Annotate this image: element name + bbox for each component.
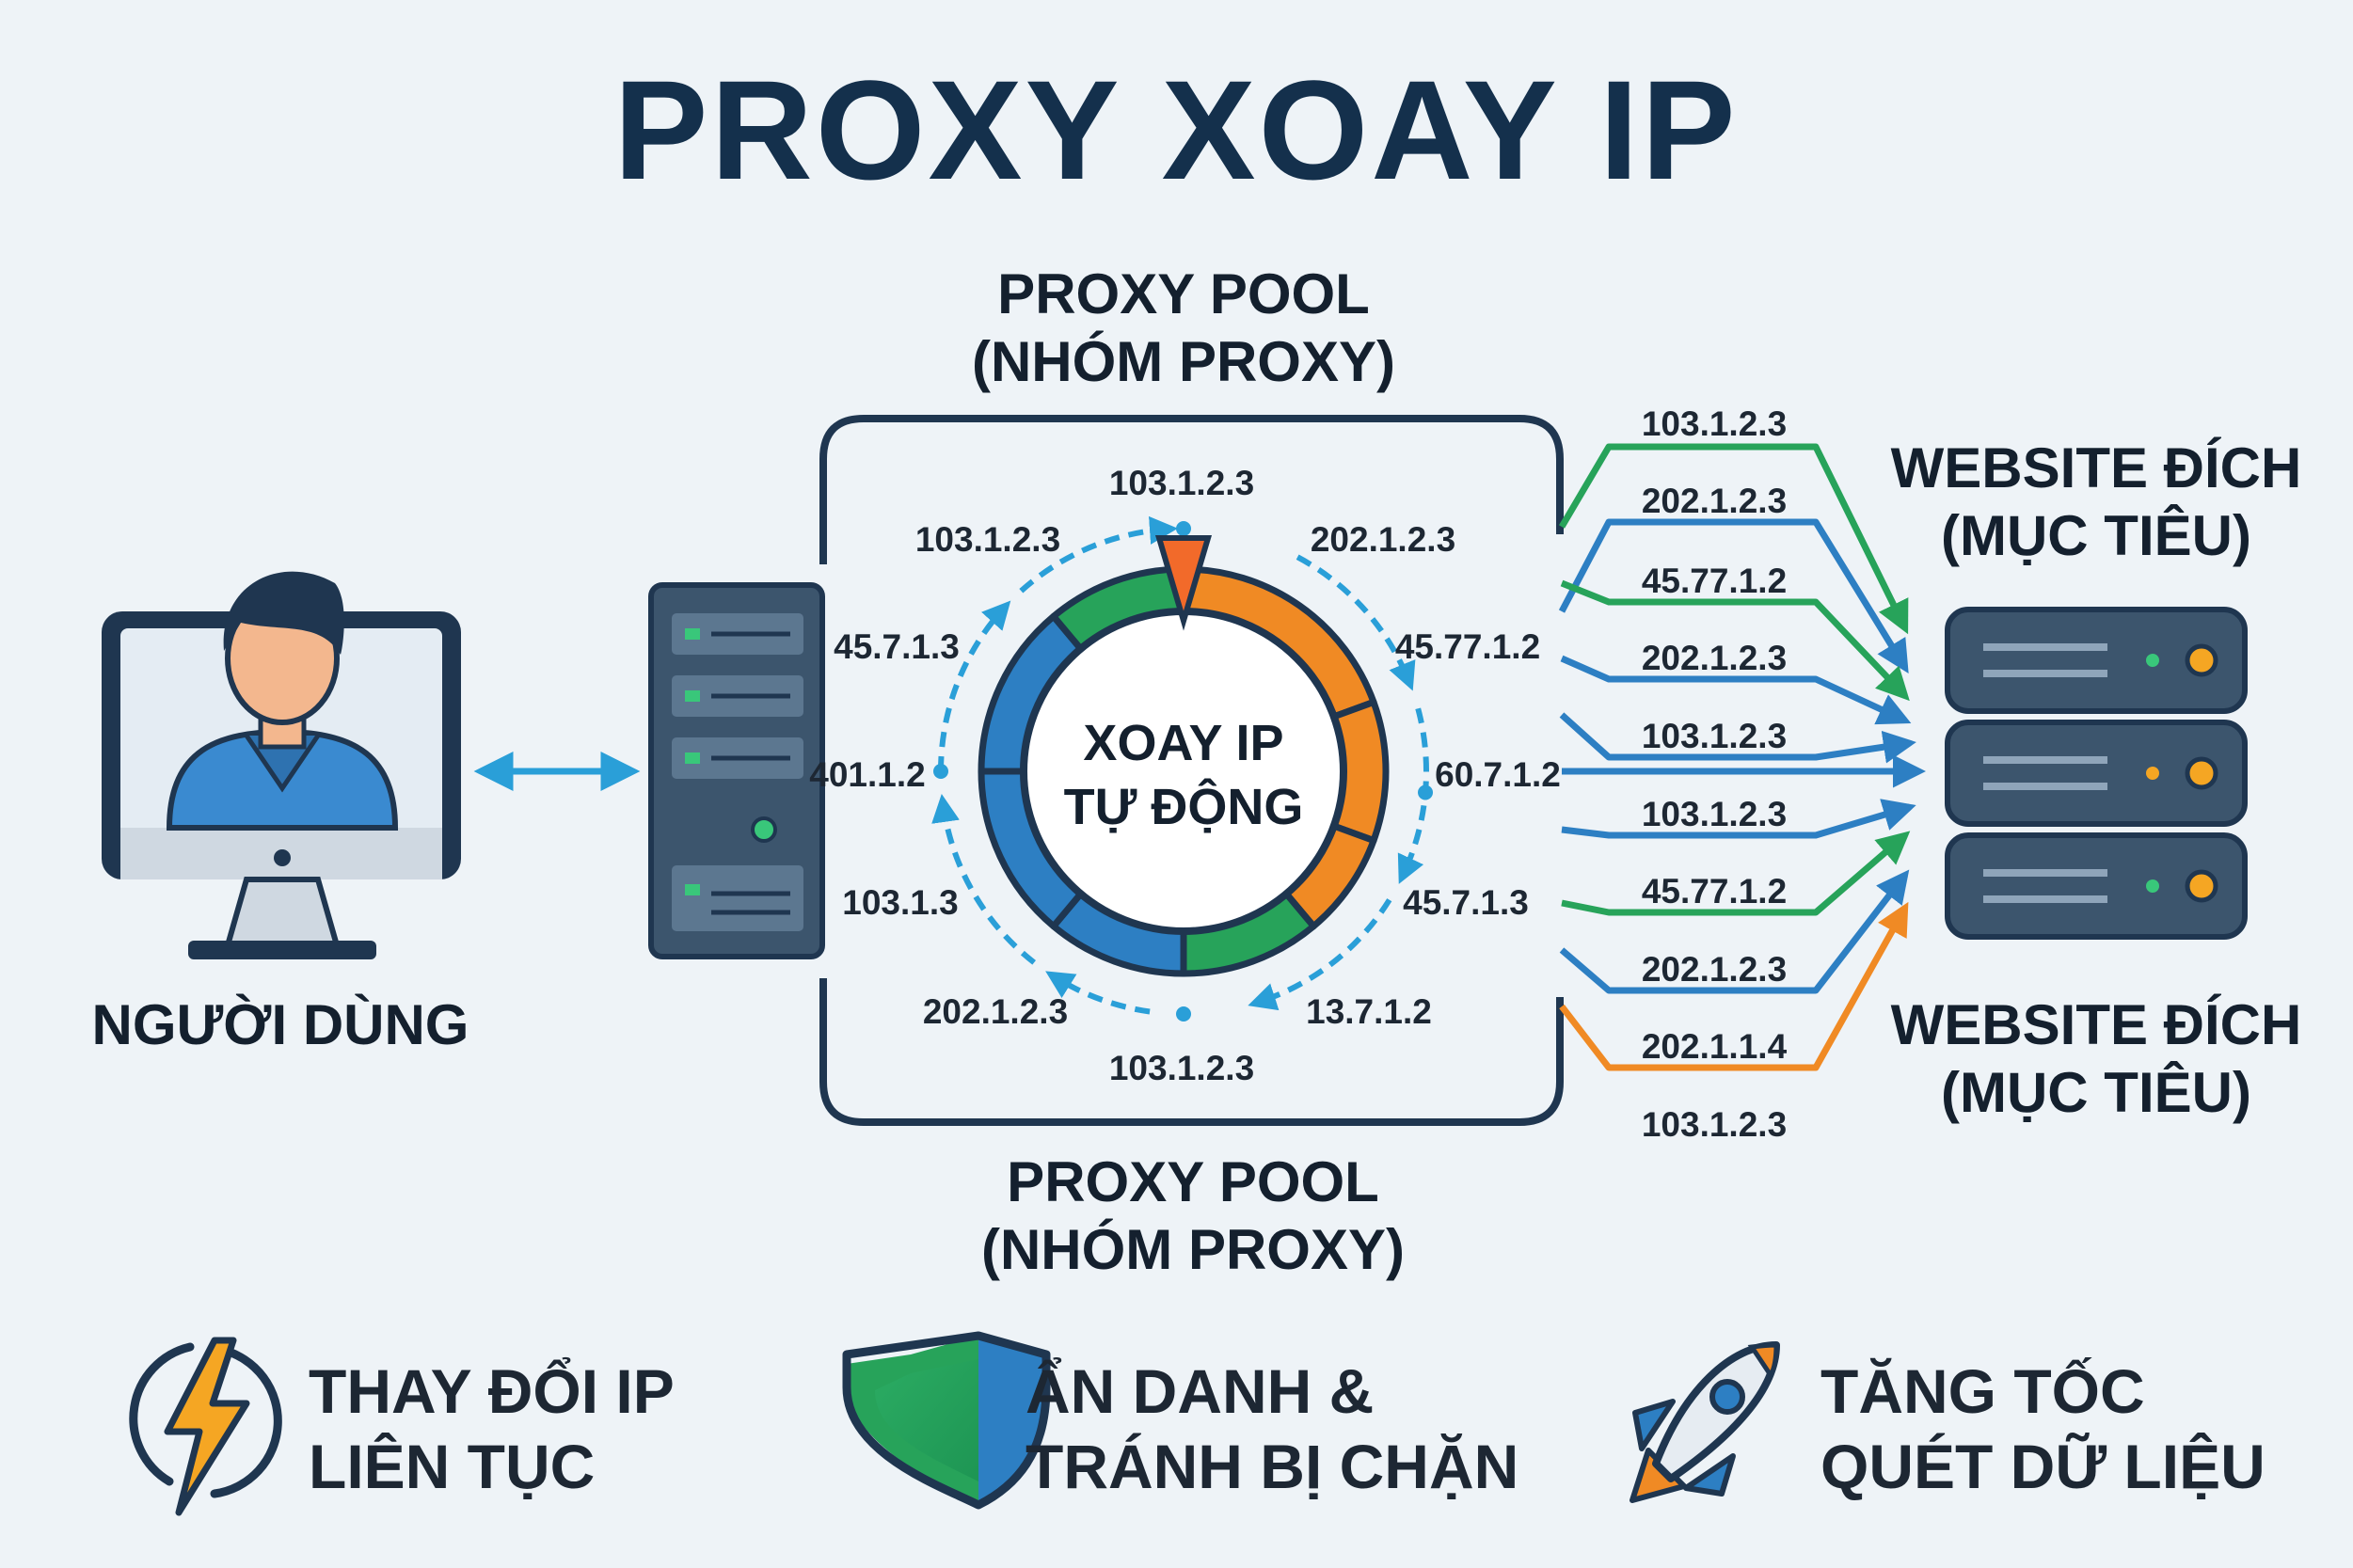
ring-ip: 401.1.2 bbox=[809, 755, 925, 794]
ring-dot bbox=[1176, 521, 1191, 536]
shield-icon bbox=[842, 1331, 1051, 1510]
ring-ip: 103.1.2.3 bbox=[1109, 464, 1254, 502]
proxy-pool-frame-top bbox=[819, 415, 1564, 564]
pool-label-top-line2: (NHÓM PROXY) bbox=[972, 330, 1395, 393]
pool-label-top-line1: PROXY POOL bbox=[997, 262, 1370, 325]
ring-ip-labels: 103.1.2.3 202.1.2.3 45.77.1.2 60.7.1.2 4… bbox=[809, 464, 1561, 1087]
rotator-label-line2: TỰ ĐỘNG bbox=[1064, 778, 1304, 835]
ring-ip: 13.7.1.2 bbox=[1306, 992, 1432, 1031]
route-ip: 45.77.1.2 bbox=[1642, 872, 1787, 911]
ring-ip: 202.1.2.3 bbox=[923, 992, 1068, 1031]
route-arrow bbox=[1561, 831, 1911, 916]
feature-3-line2: QUÉT DỮ LIỆU bbox=[1820, 1432, 2266, 1501]
ring-ip: 45.77.1.2 bbox=[1395, 627, 1540, 666]
route-ip: 202.1.2.3 bbox=[1642, 950, 1787, 989]
rotator-dashed-arrows bbox=[931, 515, 1434, 1022]
route-arrow bbox=[1560, 655, 1912, 725]
ring-dot bbox=[1418, 784, 1434, 800]
route-ip: 103.1.2.3 bbox=[1642, 717, 1787, 755]
ring-dot bbox=[933, 764, 948, 779]
website-label-top-line1: WEBSITE ĐÍCH bbox=[1891, 436, 2302, 499]
feature-1-line2: LIÊN TỤC bbox=[309, 1432, 595, 1501]
ring-dot bbox=[1176, 1006, 1191, 1022]
route-arrow bbox=[1558, 518, 1909, 673]
route-ip: 202.1.1.4 bbox=[1642, 1027, 1788, 1066]
website-label-bottom-line1: WEBSITE ĐÍCH bbox=[1891, 993, 2302, 1056]
ring-arrow bbox=[1248, 898, 1392, 1011]
route-ip: 103.1.2.3 bbox=[1642, 404, 1787, 443]
rotator-inner-circle bbox=[1020, 608, 1347, 935]
route-arrow bbox=[1559, 901, 1909, 1071]
ring-arrow bbox=[1296, 554, 1416, 691]
ip-rotator-ring: XOAY IP TỰ ĐỘNG bbox=[931, 515, 1434, 1022]
route-ip: 202.1.2.3 bbox=[1642, 639, 1787, 677]
proxy-pool-frame-bottom bbox=[819, 978, 1564, 1126]
route-ip: 103.1.2.3 bbox=[1642, 795, 1787, 833]
pool-label-bottom-line1: PROXY POOL bbox=[1007, 1150, 1379, 1213]
website-label-top-line2: (MỤC TIÊU) bbox=[1941, 504, 2251, 567]
route-arrow bbox=[1559, 712, 1916, 764]
ring-ip: 103.1.2.3 bbox=[915, 520, 1060, 559]
feature-2-line2: TRÁNH BỊ CHẶN bbox=[1025, 1432, 1518, 1501]
ring-arrow bbox=[1045, 971, 1151, 1015]
route-arrows bbox=[1558, 443, 1926, 1071]
website-label-bottom-line2: (MỤC TIÊU) bbox=[1941, 1061, 2251, 1124]
feature-2-line1: ẨN DANH & bbox=[1025, 1356, 1374, 1426]
route-arrow bbox=[1560, 579, 1910, 702]
ring-ip: 45.7.1.3 bbox=[834, 627, 960, 666]
route-ip: 45.77.1.2 bbox=[1642, 562, 1787, 600]
page-title: PROXY XOAY IP bbox=[613, 51, 1738, 209]
rotator-pointer-icon bbox=[1154, 535, 1213, 631]
feature-1-line1: THAY ĐỔI IP bbox=[309, 1356, 675, 1426]
ring-arrow bbox=[1019, 515, 1178, 594]
ring-ip: 202.1.2.3 bbox=[1311, 520, 1455, 559]
user-computer-icon bbox=[102, 571, 461, 959]
feature-3-line1: TĂNG TỐC bbox=[1820, 1356, 2145, 1426]
ring-arrow bbox=[938, 600, 1011, 772]
ring-ip: 60.7.1.2 bbox=[1435, 755, 1561, 794]
route-arrow bbox=[1558, 443, 1909, 635]
ring-ip: 103.1.3 bbox=[842, 883, 958, 922]
route-arrow bbox=[1559, 869, 1910, 994]
route-ip: 202.1.2.3 bbox=[1642, 482, 1787, 520]
user-label: NGƯỜI DÙNG bbox=[92, 993, 469, 1056]
route-arrow bbox=[1561, 799, 1916, 839]
lightning-icon bbox=[129, 1337, 282, 1516]
website-server-icon bbox=[1945, 607, 2248, 940]
ring-ip: 45.7.1.3 bbox=[1403, 883, 1529, 922]
route-ip-labels: 103.1.2.3 202.1.2.3 45.77.1.2 202.1.2.3 … bbox=[1642, 404, 1788, 1144]
rocket-icon bbox=[1630, 1341, 1780, 1503]
proxy-server-icon bbox=[648, 582, 825, 959]
ring-ip: 103.1.2.3 bbox=[1109, 1049, 1254, 1087]
rotator-label-line1: XOAY IP bbox=[1083, 715, 1283, 771]
pool-label-bottom-line2: (NHÓM PROXY) bbox=[981, 1218, 1405, 1281]
route-ip: 103.1.2.3 bbox=[1642, 1105, 1787, 1144]
